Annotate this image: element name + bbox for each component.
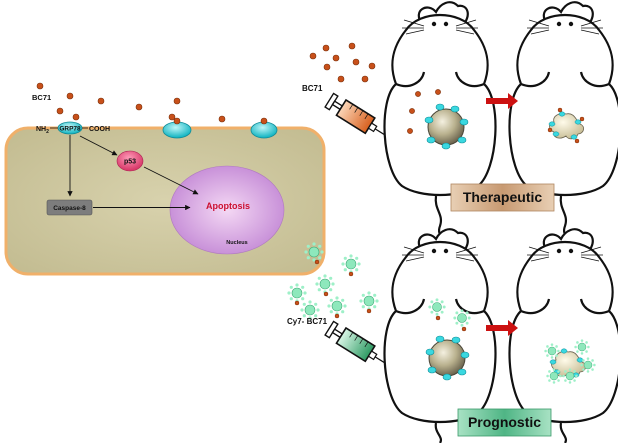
arrow-p53-to-apoptosis [143, 166, 199, 195]
therapeutic-badge-box [450, 183, 555, 212]
therapeutic-row: BC71 [302, 42, 585, 212]
caspase-8-label: Caspase-8 [53, 205, 86, 212]
bc71-peptides-therapeutic [309, 42, 376, 83]
bc71-label: BC71 [32, 93, 51, 102]
cooh-label: COOH [89, 126, 110, 133]
prognostic-agent-label: Cy7- BC71 [287, 317, 328, 326]
prognostic-badge: Prognostic [468, 414, 541, 430]
mouse-prognostic-after [508, 228, 618, 443]
prognostic-row: Cy7- BC71 [287, 242, 596, 437]
apoptosis-label: Apoptosis [206, 201, 250, 211]
grp78-label: GRP78 [59, 126, 81, 133]
tumor-receptors [424, 103, 469, 150]
cell-panel: BC71 NH2 GRP78 COOH Apoptosis Nucleus p5… [4, 82, 326, 276]
p53-node [116, 150, 144, 172]
mouse-therapeutic-after [508, 1, 618, 241]
therapeutic-badge: Therapeutic [463, 189, 543, 205]
nucleus-label: Nucleus [226, 240, 247, 246]
arrow-grp78-to-p53 [79, 135, 118, 156]
caspase-8-node [46, 199, 93, 216]
nh2-label: NH2 [36, 126, 49, 135]
syringe-prognostic [324, 320, 386, 364]
bound-bc71-after [547, 107, 585, 144]
therapeutic-agent-label: BC71 [302, 84, 323, 93]
bound-peptide [260, 117, 268, 125]
bc71-peptides [36, 82, 226, 123]
syringe-therapeutic [324, 92, 386, 136]
tumor-receptors-after [548, 111, 582, 140]
receptor-3 [250, 121, 278, 139]
p53-label: p53 [124, 159, 136, 166]
red-arrow-prognostic [486, 320, 518, 336]
tumor-receptors-prognostic [425, 335, 470, 381]
receptor-2 [162, 121, 192, 139]
nucleus [169, 165, 285, 255]
bound-peptide [173, 117, 181, 125]
red-arrow-therapeutic [486, 93, 518, 109]
prognostic-badge-box [457, 408, 552, 437]
bc71-near-tumor [407, 89, 441, 134]
